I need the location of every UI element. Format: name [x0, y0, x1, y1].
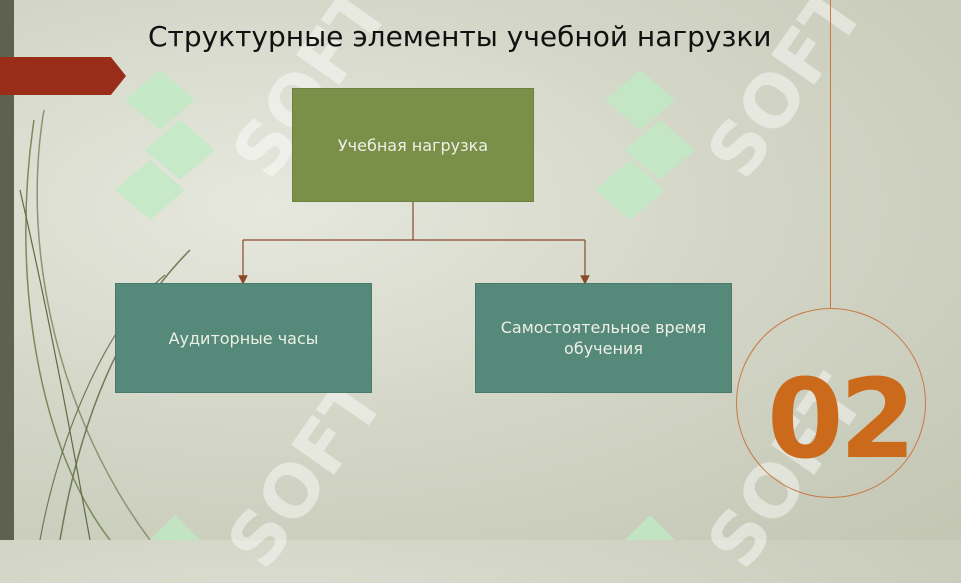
diagram-connectors [238, 202, 590, 285]
diagram-child-node-classroom: Аудиторные часы [115, 283, 372, 393]
root-node-label: Учебная нагрузка [337, 135, 489, 155]
diagram-child-node-self-study: Самостоятельное время обучения [475, 283, 732, 393]
watermark-logos [115, 70, 695, 540]
slide-title: Структурные элементы учебной нагрузки [148, 20, 772, 53]
slide-number: 02 [767, 355, 916, 483]
accent-vertical-line [830, 0, 831, 308]
diagram-root-node: Учебная нагрузка [292, 88, 534, 202]
child-node-label: Аудиторные часы [168, 328, 319, 348]
child-node-label: Самостоятельное время обучения [500, 318, 707, 358]
left-side-bar [0, 0, 14, 540]
number-circle [736, 308, 926, 498]
red-arrow-tab [0, 57, 126, 95]
